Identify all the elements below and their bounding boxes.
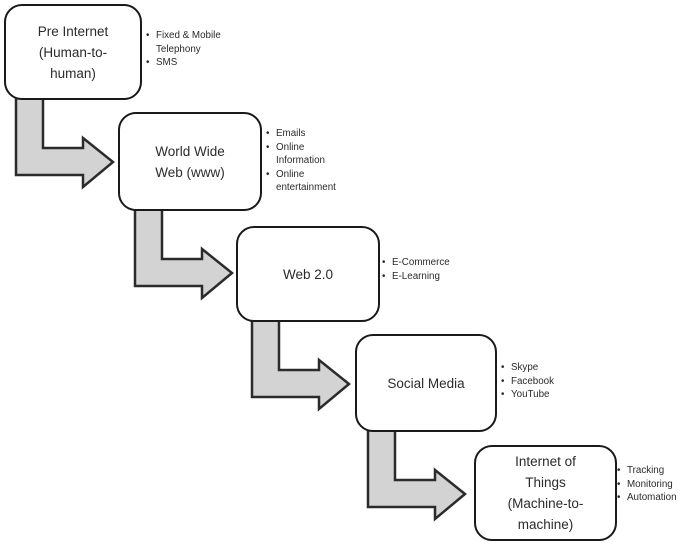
bent-arrow-icon-4 <box>366 428 467 522</box>
bullet-item: E-Learning <box>382 270 474 284</box>
bullet-item: Online entertainment <box>266 168 358 195</box>
stage-box-social-media: Social Media <box>355 334 497 432</box>
stage-label-web-2-0: Web 2.0 <box>282 266 334 282</box>
bullet-item: Automation <box>617 491 700 505</box>
bullet-item: Tracking <box>617 464 700 478</box>
bullet-item: Monitoring <box>617 478 700 492</box>
stage-box-internet-of-things: Internet of Things (Machine-to- machine) <box>474 445 617 541</box>
bullet-item: SMS <box>146 56 238 70</box>
bullet-item: Emails <box>266 127 358 141</box>
bullet-item: YouTube <box>501 388 593 402</box>
stage-box-world-wide-web: World Wide Web (www) <box>118 112 262 211</box>
bent-arrow-icon-3 <box>250 318 351 412</box>
bullet-list-social-media: Skype Facebook YouTube <box>501 361 593 402</box>
stage-box-pre-internet: Pre Internet (Human-to- human) <box>4 4 142 100</box>
stage-box-web-2-0: Web 2.0 <box>236 226 380 322</box>
stage-label-internet-of-things: Internet of Things (Machine-to- machine) <box>507 454 584 532</box>
bullet-item: Skype <box>501 361 593 375</box>
bullet-list-world-wide-web: Emails Online Information Online enterta… <box>266 127 358 195</box>
bent-arrow-icon-1 <box>14 96 115 190</box>
bullet-list-pre-internet: Fixed & Mobile Telephony SMS <box>146 29 238 70</box>
stage-label-pre-internet: Pre Internet (Human-to- human) <box>37 23 109 81</box>
bullet-item: Facebook <box>501 375 593 389</box>
stage-label-world-wide-web: World Wide Web (www) <box>155 143 225 180</box>
stage-label-social-media: Social Media <box>387 375 465 391</box>
bent-arrow-icon-2 <box>133 207 234 301</box>
bullet-list-internet-of-things: Tracking Monitoring Automation <box>617 464 700 505</box>
bullet-item: Fixed & Mobile Telephony <box>146 29 238 56</box>
bullet-item: Online Information <box>266 141 358 168</box>
bullet-item: E-Commerce <box>382 256 474 270</box>
bullet-list-web-2-0: E-Commerce E-Learning <box>382 256 474 283</box>
